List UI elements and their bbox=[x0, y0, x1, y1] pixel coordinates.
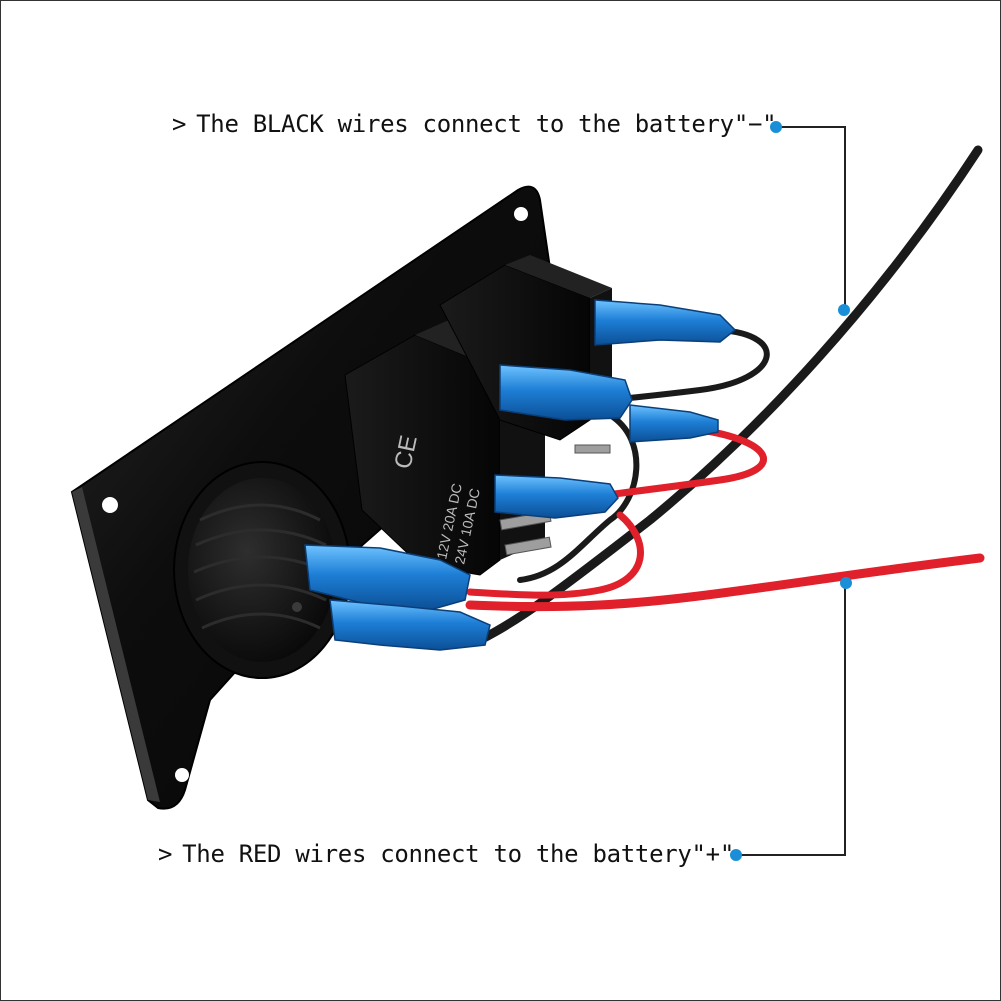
connector bbox=[629, 404, 719, 443]
connector bbox=[594, 299, 737, 346]
chevron-right-icon: > bbox=[172, 110, 187, 138]
red-wire-caption-text: The RED wires connect to the battery"+" bbox=[182, 840, 734, 868]
chevron-right-icon: > bbox=[158, 840, 173, 868]
mounting-hole bbox=[102, 497, 118, 513]
power-socket bbox=[173, 461, 351, 679]
red-wire-caption: > The RED wires connect to the battery"+" bbox=[158, 840, 734, 868]
callout-dots bbox=[730, 121, 852, 861]
connector bbox=[499, 364, 633, 421]
black-wire-caption: > The BLACK wires connect to the battery"… bbox=[172, 110, 777, 138]
callout-lines bbox=[736, 126, 846, 856]
mounting-hole bbox=[175, 768, 189, 782]
connector bbox=[494, 474, 619, 519]
callout-dot-icon bbox=[770, 121, 782, 133]
connector bbox=[329, 599, 491, 651]
black-wire-caption-text: The BLACK wires connect to the battery"−… bbox=[196, 110, 777, 138]
mounting-hole bbox=[514, 207, 528, 221]
callout-dot-icon bbox=[840, 577, 852, 589]
callout-dot-icon bbox=[838, 304, 850, 316]
callout-dot-icon bbox=[730, 849, 742, 861]
blue-connectors bbox=[304, 299, 737, 651]
connector bbox=[304, 544, 471, 611]
